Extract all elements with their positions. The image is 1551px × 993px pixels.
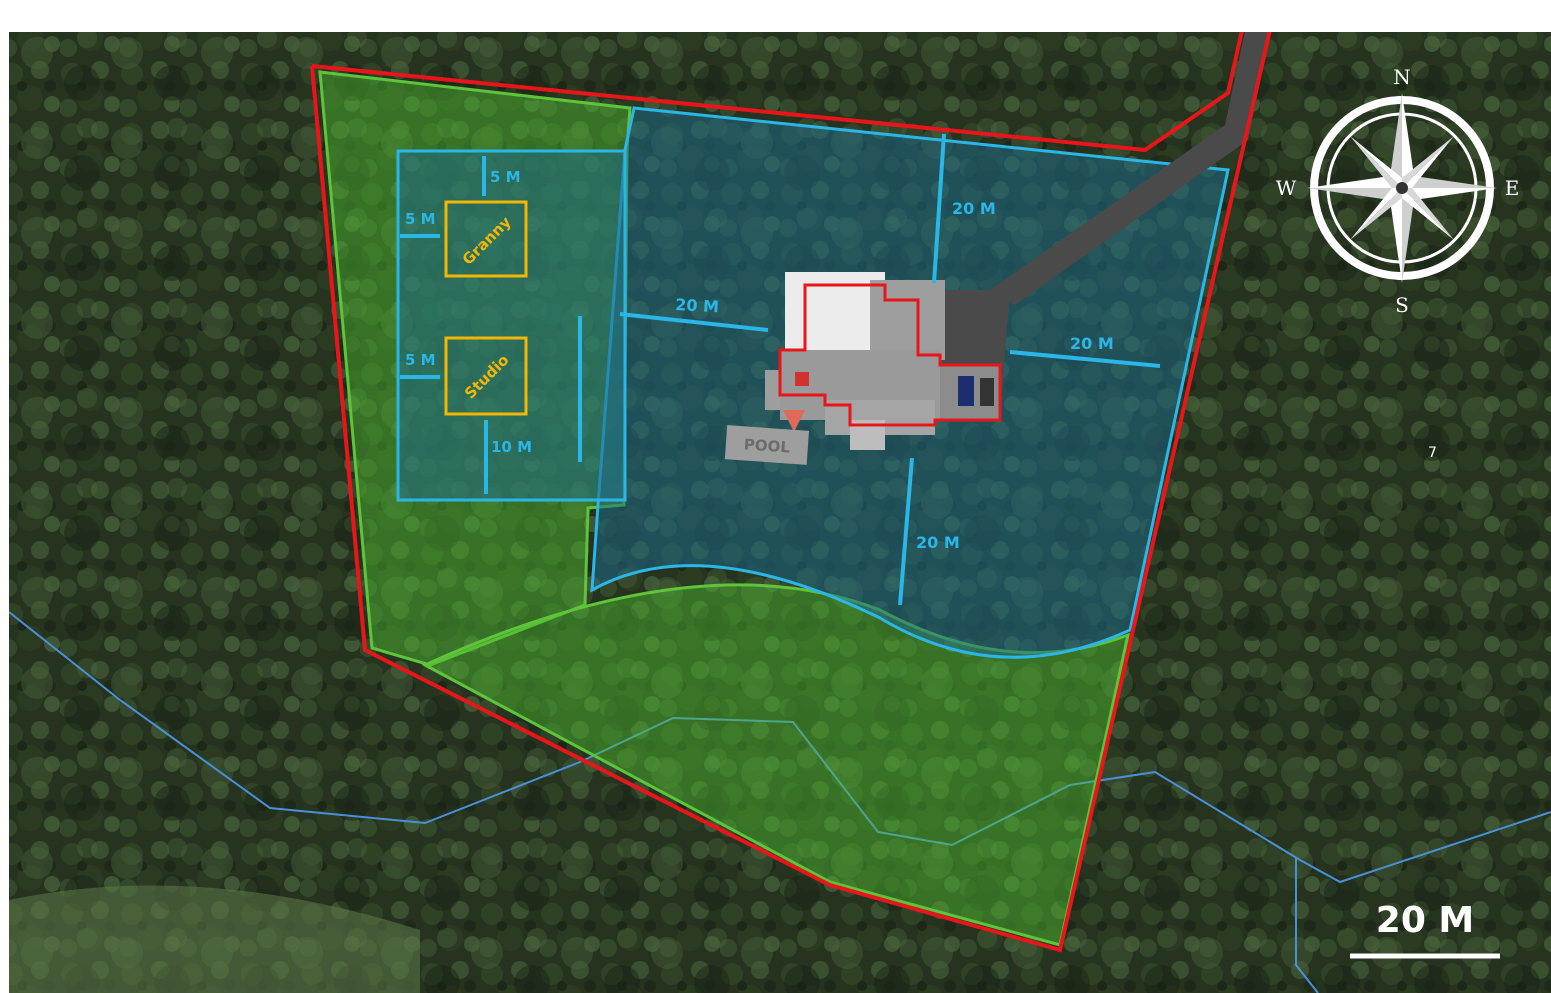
top-white-strip (0, 0, 1551, 32)
building-envelope-outbuildings (396, 149, 627, 502)
driveway (990, 32, 1271, 305)
setback-20m-east-label: 20 M (1070, 334, 1114, 353)
setback-5m-granny-label: 5 M (405, 210, 436, 228)
pool-label: POOL (743, 435, 791, 456)
pool[interactable]: POOL (724, 425, 810, 465)
property-boundary (310, 32, 1272, 953)
scale-bar-label: 20 M (1376, 900, 1474, 941)
compass-e: E (1505, 176, 1520, 200)
setback-20m-west-label: 20 M (675, 295, 720, 316)
scale-bar: 20 M (1350, 900, 1500, 959)
compass-s: S (1395, 293, 1409, 317)
setback-5m-top-label: 5 M (490, 168, 521, 186)
setback-5m-studio-label: 5 M (405, 351, 436, 369)
setback-20m-south-label: 20 M (916, 533, 960, 552)
setback-10m-label: 10 M (491, 438, 532, 456)
map-marker: 7 (1428, 445, 1437, 461)
open-grassland (9, 885, 420, 993)
setback-lines (400, 133, 1161, 606)
compass-n: N (1393, 65, 1411, 89)
satellite-map[interactable]: POOL Granny Studio 5 M 5 M 5 M 10 M 20 M… (9, 32, 1551, 993)
car-icon (958, 376, 974, 406)
contour-line-2 (1295, 858, 1319, 993)
setback-20m-north-label: 20 M (952, 199, 996, 218)
contour-line (9, 611, 1551, 884)
compass-w: W (1276, 176, 1297, 200)
map-canvas: POOL Granny Studio 5 M 5 M 5 M 10 M 20 M… (9, 32, 1551, 993)
house-floorplan[interactable] (765, 272, 1002, 450)
compass-rose: N S E W (1276, 65, 1520, 317)
